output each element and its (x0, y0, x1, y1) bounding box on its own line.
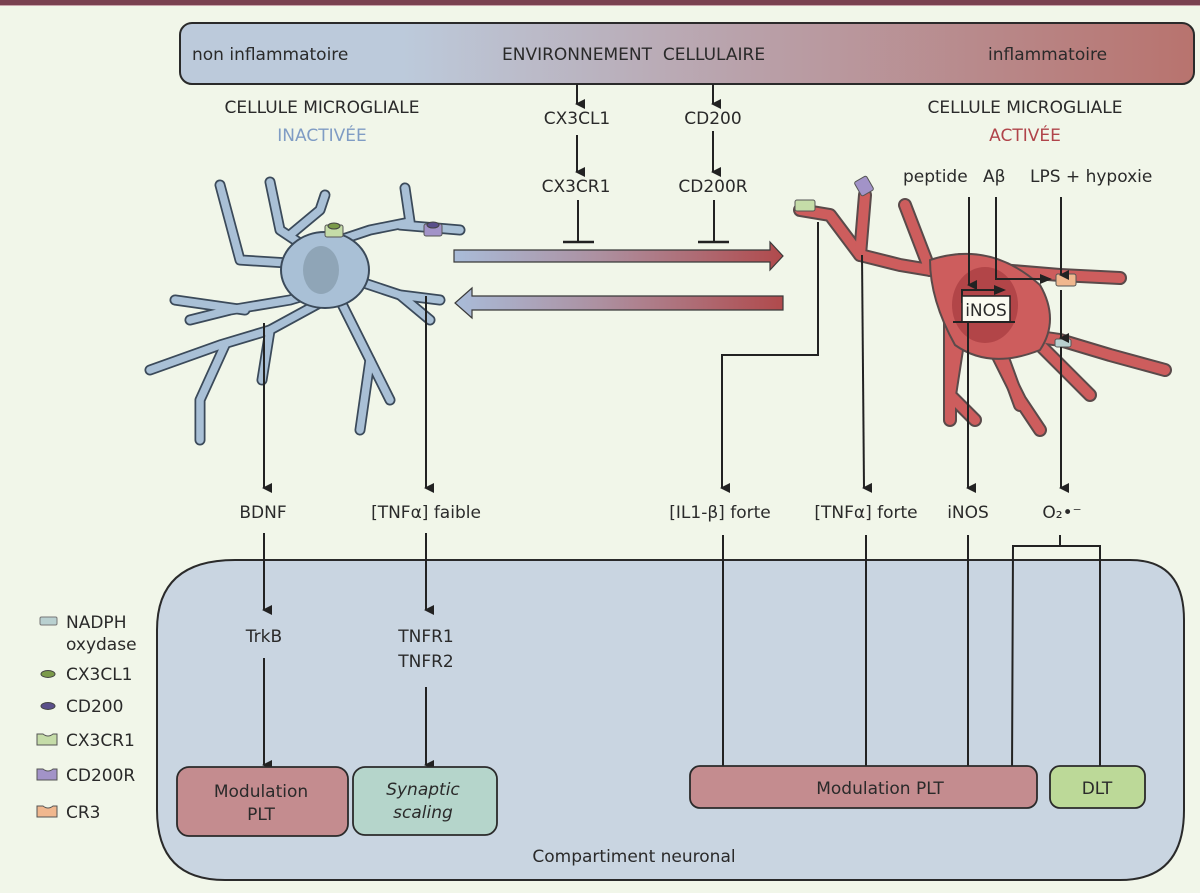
inactive-cell-state: INACTIVÉE (277, 124, 366, 146)
cd200-ligand (426, 221, 440, 229)
synaptic-line2: scaling (393, 803, 453, 823)
active-output-lines (720, 222, 1108, 780)
synaptic-scaling-box: Synaptic scaling (352, 766, 498, 836)
legend-label-cd200r: CD200R (66, 766, 135, 786)
modulation-plt-box-left: Modulation PLT (176, 766, 349, 837)
lps-hypoxia-label: LPS + hypoxie (1030, 167, 1152, 187)
cd200r-receptor-icon (36, 768, 58, 781)
dlt-label: DLT (1082, 779, 1113, 799)
synaptic-line1: Synaptic (386, 780, 460, 800)
legend-item-cd200: CD200 (40, 697, 123, 717)
legend-label-cx3cl1: CX3CL1 (66, 665, 133, 685)
inactive-microglia-cell (144, 176, 466, 446)
inflammatory-label: inflammatoire (988, 45, 1107, 65)
non-inflammatory-label: non inflammatoire (192, 45, 348, 65)
inos-output-label: iNOS (947, 503, 989, 523)
nadph-oxidase-icon (39, 616, 58, 626)
legend-item-nadph: NADPH oxydase (39, 613, 137, 655)
legend-label-oxydase: oxydase (66, 635, 137, 655)
legend-item-cx3cr1: CX3CR1 (36, 731, 135, 751)
legend-label-cx3cr1: CX3CR1 (66, 731, 135, 751)
tnfa-weak-label: [TNFα] faible (371, 503, 481, 523)
active-cell-title: CELLULE MICROGLIALE (927, 98, 1122, 118)
legend-item-cx3cl1: CX3CL1 (40, 665, 133, 685)
cd200r-receptor-active (854, 175, 874, 197)
legend-label-cd200: CD200 (66, 697, 123, 717)
inos-box-label: iNOS (965, 301, 1007, 321)
environment-label: ENVIRONNEMENT (502, 45, 653, 65)
legend-label-cr3: CR3 (66, 803, 101, 823)
top-border (0, 0, 1200, 5)
legend-item-cr3: CR3 (36, 803, 101, 823)
tnfr1-label: TNFR1 (397, 627, 454, 647)
cellular-label: CELLULAIRE (663, 45, 765, 65)
top-border-accent (0, 5, 1200, 6)
trkb-label: TrkB (245, 627, 282, 647)
modulation-left-line2: PLT (247, 805, 275, 825)
inactive-cell-title: CELLULE MICROGLIALE (224, 98, 419, 118)
neuronal-compartment-label: Compartiment neuronal (532, 847, 735, 867)
dlt-box: DLT (1049, 765, 1146, 809)
cr3-receptor (1055, 273, 1077, 287)
peptide-label: peptide (903, 167, 968, 187)
legend: NADPH oxydase CX3CL1 CD200 CX3CR1 CD200R… (36, 613, 137, 823)
superoxide-label: O₂•⁻ (1042, 503, 1081, 523)
il1b-strong-label: [IL1-β] forte (669, 503, 770, 523)
activation-arrow (453, 240, 784, 272)
modulation-right-label: Modulation PLT (816, 779, 944, 799)
active-cell-state: ACTIVÉE (989, 124, 1061, 146)
deactivation-arrow (454, 286, 784, 320)
legend-item-cd200r: CD200R (36, 766, 135, 786)
cx3cl1-ligand (327, 222, 341, 230)
signal-chain: CX3CL1 CD200 CX3CR1 CD200R (542, 84, 748, 244)
nadph-oxidase (1054, 338, 1072, 348)
tnfr2-label: TNFR2 (397, 652, 454, 672)
tnfa-strong-label: [TNFα] forte (814, 503, 917, 523)
abeta-label: Aβ (983, 167, 1005, 187)
modulation-left-line1: Modulation (214, 782, 308, 802)
legend-label-nadph: NADPH (66, 613, 126, 633)
inos-gene-box: iNOS (953, 295, 1015, 323)
cx3cr1-receptor-active (794, 199, 816, 212)
nucleus (303, 246, 339, 294)
cx3cl1-ligand-icon (40, 670, 56, 678)
environment-bar: non inflammatoire ENVIRONNEMENT CELLULAI… (179, 22, 1195, 85)
cd200-label: CD200 (684, 109, 741, 129)
cd200r-label: CD200R (678, 177, 747, 197)
bdnf-label: BDNF (239, 503, 286, 523)
cd200-ligand-icon (40, 702, 56, 710)
modulation-plt-box-right: Modulation PLT (689, 765, 1038, 809)
inactive-output-lines (262, 296, 434, 770)
cx3cr1-receptor-icon (36, 733, 58, 746)
cx3cr1-label: CX3CR1 (542, 177, 611, 197)
cx3cl1-label: CX3CL1 (544, 109, 611, 129)
cr3-receptor-icon (36, 805, 58, 818)
